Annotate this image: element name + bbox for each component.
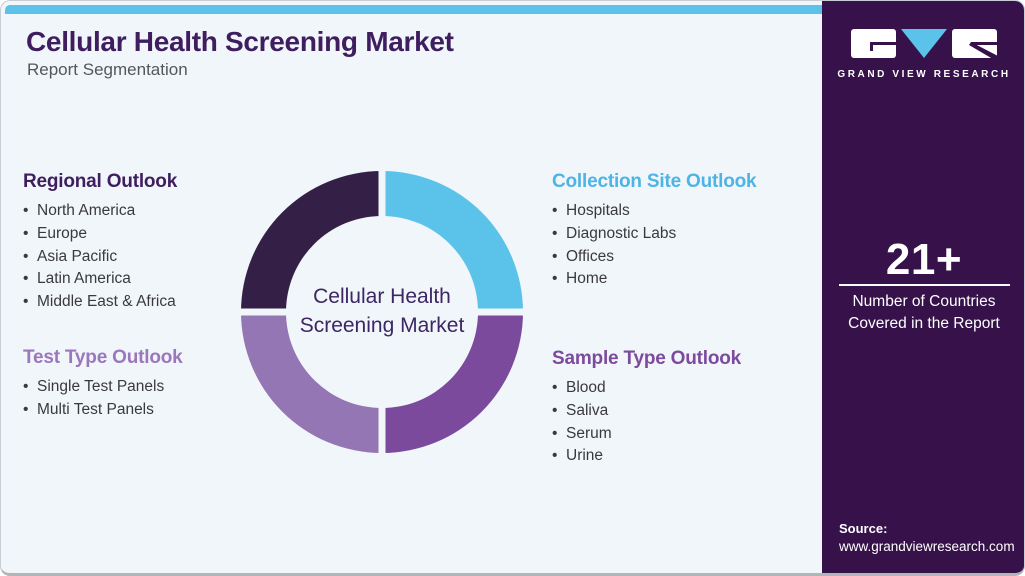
list-item: Urine xyxy=(552,445,792,468)
section-list: North America Europe Asia Pacific Latin … xyxy=(23,200,263,314)
list-item: Asia Pacific xyxy=(23,246,263,269)
top-accent-bar xyxy=(5,5,822,14)
list-item: Home xyxy=(552,268,792,291)
sidebar: GRAND VIEW RESEARCH 21+ Number of Countr… xyxy=(822,1,1024,573)
list-item: Single Test Panels xyxy=(23,376,263,399)
source-label: Source: xyxy=(839,521,888,536)
section-heading: Regional Outlook xyxy=(23,171,178,192)
list-item: Middle East & Africa xyxy=(23,291,263,314)
list-item: Saliva xyxy=(552,400,792,423)
gvr-logo-icon xyxy=(851,29,997,59)
stat-label-line2: Covered in the Report xyxy=(848,315,1000,332)
section-list: Single Test Panels Multi Test Panels xyxy=(23,376,263,422)
list-item: Blood xyxy=(552,377,792,400)
source-block: Source: www.grandviewresearch.com xyxy=(839,520,1015,556)
donut-center-line2: Screening Market xyxy=(299,314,465,337)
brand-logo: GRAND VIEW RESEARCH xyxy=(822,29,1024,80)
section-regional-outlook: Regional Outlook North America Europe As… xyxy=(23,171,263,314)
list-item: North America xyxy=(23,200,263,223)
donut-gap-horizontal xyxy=(236,308,528,316)
donut-center-label: Cellular Health Screening Market xyxy=(236,282,528,340)
page-subtitle: Report Segmentation xyxy=(27,60,188,79)
section-heading: Collection Site Outlook xyxy=(552,171,757,192)
brand-name: GRAND VIEW RESEARCH xyxy=(837,69,1011,80)
list-item: Latin America xyxy=(23,268,263,291)
stat-divider xyxy=(839,284,1010,286)
source-url: www.grandviewresearch.com xyxy=(839,539,1015,554)
donut-center-line1: Cellular Health xyxy=(313,285,451,308)
donut-segment-bottom-left xyxy=(241,312,382,453)
section-test-type-outlook: Test Type Outlook Single Test Panels Mul… xyxy=(23,347,263,422)
stat-label-line1: Number of Countries xyxy=(852,293,996,310)
section-heading: Sample Type Outlook xyxy=(552,348,742,369)
page-title: Cellular Health Screening Market xyxy=(26,26,454,57)
donut-chart xyxy=(236,166,528,458)
list-item: Diagnostic Labs xyxy=(552,223,792,246)
list-item: Serum xyxy=(552,423,792,446)
list-item: Hospitals xyxy=(552,200,792,223)
donut-segment-top-left xyxy=(241,171,382,312)
list-item: Multi Test Panels xyxy=(23,399,263,422)
donut-segment-bottom-right xyxy=(382,312,523,453)
section-collection-site-outlook: Collection Site Outlook Hospitals Diagno… xyxy=(552,171,792,291)
stat-value: 21+ xyxy=(885,235,963,284)
section-list: Hospitals Diagnostic Labs Offices Home xyxy=(552,200,792,291)
stat-label: Number of Countries Covered in the Repor… xyxy=(822,291,1024,335)
section-heading: Test Type Outlook xyxy=(23,347,183,368)
section-list: Blood Saliva Serum Urine xyxy=(552,377,792,468)
section-sample-type-outlook: Sample Type Outlook Blood Saliva Serum U… xyxy=(552,348,792,468)
donut-segment-top-right xyxy=(382,171,523,312)
list-item: Offices xyxy=(552,246,792,269)
list-item: Europe xyxy=(23,223,263,246)
